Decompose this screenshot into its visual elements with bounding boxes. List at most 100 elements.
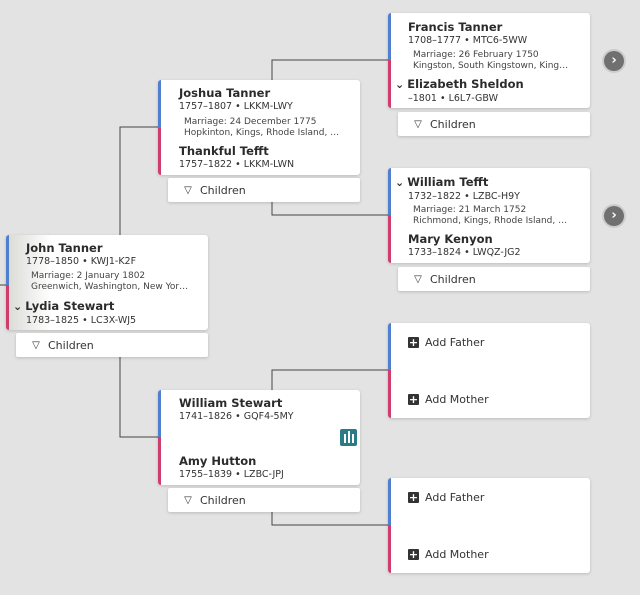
connector-paternal-pm bbox=[271, 202, 389, 216]
add-mother-button[interactable]: + Add Mother bbox=[408, 548, 489, 561]
connector-root-paternal bbox=[119, 126, 160, 235]
father-indicator bbox=[158, 80, 161, 128]
person-dates: 1757–1822 bbox=[179, 159, 233, 170]
person-name: Amy Hutton bbox=[179, 454, 257, 468]
person-dates: 1733–1824 bbox=[408, 247, 462, 258]
person-lydia-stewart[interactable]: ⌄Lydia Stewart 1783–1825 • LC3X-WJ5 bbox=[13, 299, 137, 326]
person-name: Thankful Tefft bbox=[179, 144, 269, 158]
children-label: Children bbox=[430, 117, 476, 131]
add-mother-button[interactable]: + Add Mother bbox=[408, 393, 489, 406]
father-indicator bbox=[388, 168, 391, 215]
person-dates: 1732–1822 bbox=[408, 191, 462, 202]
add-father-button[interactable]: + Add Father bbox=[408, 491, 484, 504]
chevron-right-icon[interactable]: › bbox=[604, 206, 624, 226]
children-button[interactable]: ▽ Children bbox=[168, 178, 360, 202]
connector-maternal-mother-slot bbox=[271, 512, 389, 526]
person-dates: 1783–1825 bbox=[26, 315, 80, 326]
chevron-down-icon[interactable]: ⌄ bbox=[395, 176, 405, 189]
connector-maternal-father-slot bbox=[271, 369, 389, 390]
add-mother-label: Add Mother bbox=[425, 548, 489, 561]
connector-paternal-pp bbox=[271, 59, 389, 80]
marriage-info: Marriage: 26 February 1750 Kingston, Sou… bbox=[413, 50, 569, 71]
person-id: L6L7-GBW bbox=[448, 93, 498, 104]
person-id: KWJ1-K2F bbox=[90, 256, 137, 267]
person-joshua-tanner[interactable]: Joshua Tanner 1757–1807 • LKKM-LWY bbox=[179, 86, 293, 112]
person-id: LKKM-LWN bbox=[243, 159, 295, 170]
father-indicator bbox=[388, 478, 391, 525]
person-name: John Tanner bbox=[26, 241, 103, 255]
father-indicator bbox=[6, 235, 9, 285]
father-indicator bbox=[158, 390, 161, 437]
person-name: Mary Kenyon bbox=[408, 232, 493, 246]
children-label: Children bbox=[430, 272, 476, 286]
mother-indicator bbox=[388, 525, 391, 573]
person-name: Francis Tanner bbox=[408, 20, 503, 34]
person-id: MTC6-5WW bbox=[472, 35, 528, 46]
empty-couple-card: + Add Father + Add Mother bbox=[388, 478, 590, 573]
empty-couple-card: + Add Father + Add Mother bbox=[388, 323, 590, 418]
children-label: Children bbox=[200, 183, 246, 197]
person-john-tanner[interactable]: John Tanner 1778–1850 • KWJ1-K2F bbox=[26, 241, 137, 267]
add-mother-label: Add Mother bbox=[425, 393, 489, 406]
children-button[interactable]: ▽ Children bbox=[16, 333, 208, 357]
plus-icon: + bbox=[408, 336, 419, 349]
person-elizabeth-sheldon[interactable]: ⌄Elizabeth Sheldon –1801 • L6L7-GBW bbox=[395, 77, 524, 104]
children-button[interactable]: ▽ Children bbox=[398, 112, 590, 136]
chevron-down-icon: ▽ bbox=[414, 273, 422, 285]
add-father-label: Add Father bbox=[425, 336, 485, 349]
marriage-info: Marriage: 24 December 1775 Hopkinton, Ki… bbox=[184, 117, 340, 138]
marriage-info: Marriage: 2 January 1802 Greenwich, Wash… bbox=[31, 271, 189, 292]
person-mary-kenyon[interactable]: Mary Kenyon 1733–1824 • LWQZ-JG2 bbox=[408, 232, 521, 258]
person-name: Joshua Tanner bbox=[179, 86, 271, 100]
chevron-down-icon: ▽ bbox=[414, 118, 422, 130]
person-dates: 1778–1850 bbox=[26, 256, 80, 267]
add-father-label: Add Father bbox=[425, 491, 485, 504]
connector-root-maternal bbox=[119, 357, 160, 438]
plus-icon: + bbox=[408, 393, 419, 406]
children-button[interactable]: ▽ Children bbox=[398, 267, 590, 291]
chevron-down-icon: ▽ bbox=[32, 339, 40, 351]
children-label: Children bbox=[48, 338, 94, 352]
plus-icon: + bbox=[408, 548, 419, 561]
person-id: LKKM-LWY bbox=[243, 101, 293, 112]
person-william-tefft[interactable]: ⌄William Tefft 1732–1822 • LZBC-H9Y bbox=[395, 175, 520, 202]
add-father-button[interactable]: + Add Father bbox=[408, 336, 484, 349]
person-name: Lydia Stewart bbox=[25, 299, 115, 313]
children-button[interactable]: ▽ Children bbox=[168, 488, 360, 512]
person-id: GQF4-5MY bbox=[243, 411, 294, 422]
person-francis-tanner[interactable]: Francis Tanner 1708–1777 • MTC6-5WW bbox=[408, 20, 528, 46]
marriage-info: Marriage: 21 March 1752 Richmond, Kings,… bbox=[413, 205, 568, 226]
mother-indicator bbox=[158, 437, 161, 485]
person-dates: –1801 bbox=[408, 93, 437, 104]
couple-card-francis-elizabeth: Francis Tanner 1708–1777 • MTC6-5WW Marr… bbox=[388, 13, 590, 108]
person-thankful-tefft[interactable]: Thankful Tefft 1757–1822 • LKKM-LWN bbox=[179, 144, 295, 170]
person-amy-hutton[interactable]: Amy Hutton 1755–1839 • LZBC-JPJ bbox=[179, 454, 284, 480]
mother-indicator bbox=[388, 60, 391, 108]
person-name: William Tefft bbox=[407, 175, 489, 189]
couple-card-joshua-thankful: Joshua Tanner 1757–1807 • LKKM-LWY Marri… bbox=[158, 80, 360, 175]
person-william-stewart[interactable]: William Stewart 1741–1826 • GQF4-5MY bbox=[179, 396, 294, 422]
father-indicator bbox=[388, 323, 391, 370]
person-id: LC3X-WJ5 bbox=[90, 315, 137, 326]
person-dates: 1708–1777 bbox=[408, 35, 462, 46]
sources-icon[interactable] bbox=[340, 429, 357, 446]
father-indicator bbox=[388, 13, 391, 60]
chevron-down-icon: ▽ bbox=[184, 184, 192, 196]
person-id: LZBC-H9Y bbox=[472, 191, 520, 202]
mother-indicator bbox=[158, 128, 161, 175]
plus-icon: + bbox=[408, 491, 419, 504]
chevron-right-icon[interactable]: › bbox=[604, 51, 624, 71]
person-dates: 1755–1839 bbox=[179, 469, 233, 480]
mother-indicator bbox=[388, 215, 391, 263]
person-dates: 1741–1826 bbox=[179, 411, 233, 422]
person-id: LWQZ-JG2 bbox=[472, 247, 521, 258]
chevron-down-icon: ▽ bbox=[184, 494, 192, 506]
mother-indicator bbox=[6, 285, 9, 330]
person-dates: 1757–1807 bbox=[179, 101, 233, 112]
chevron-down-icon[interactable]: ⌄ bbox=[13, 300, 23, 313]
person-name: William Stewart bbox=[179, 396, 283, 410]
couple-card-william-amy: William Stewart 1741–1826 • GQF4-5MY Amy… bbox=[158, 390, 360, 485]
chevron-down-icon[interactable]: ⌄ bbox=[395, 78, 405, 91]
couple-card-john-lydia: John Tanner 1778–1850 • KWJ1-K2F Marriag… bbox=[6, 235, 208, 330]
person-name: Elizabeth Sheldon bbox=[407, 77, 524, 91]
